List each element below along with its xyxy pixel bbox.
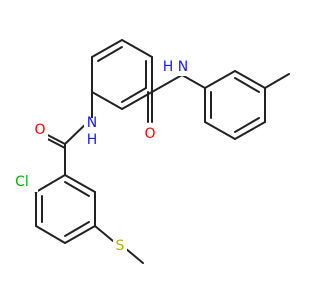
- bond: [121, 39, 153, 58]
- sulfur-label: S: [116, 238, 125, 254]
- bond: [64, 225, 96, 244]
- bond-inner: [97, 46, 123, 62]
- label-background: [142, 124, 158, 144]
- bond: [124, 247, 144, 264]
- bond: [204, 121, 236, 140]
- bond: [94, 225, 114, 242]
- label-background: [162, 58, 192, 76]
- label-background: [113, 236, 127, 256]
- bond-inner: [121, 87, 147, 103]
- bond: [91, 91, 123, 110]
- label-background: [32, 120, 48, 140]
- bond: [91, 39, 123, 58]
- bond: [35, 174, 66, 193]
- nitrogen-label-lower: N: [87, 115, 97, 131]
- nitrogen-upper-hydrogen: H: [163, 59, 174, 75]
- bond: [64, 174, 96, 193]
- molecule-structure: Cl S O O N H N H: [8, 39, 290, 264]
- atom-label-layer: Cl S O O N H N H: [8, 58, 192, 256]
- bond-inner: [64, 221, 90, 237]
- bond: [264, 73, 290, 89]
- bond-inner: [64, 181, 90, 197]
- bond-inner: [234, 117, 260, 133]
- oxygen-label-lower: O: [34, 122, 45, 138]
- label-background: [8, 172, 38, 192]
- bond: [151, 74, 183, 93]
- chlorine-label: Cl: [15, 174, 29, 190]
- bond: [204, 70, 236, 89]
- bond-layer: [23, 39, 290, 264]
- bond: [181, 74, 206, 89]
- label-background: [84, 118, 100, 146]
- bond: [35, 225, 66, 244]
- bond: [234, 70, 266, 89]
- oxygen-label-upper: O: [144, 126, 155, 142]
- nitrogen-lower-hydrogen: H: [87, 132, 98, 148]
- bond: [234, 121, 266, 140]
- bond-inner: [234, 77, 260, 93]
- nitrogen-label-upper: N: [178, 59, 188, 75]
